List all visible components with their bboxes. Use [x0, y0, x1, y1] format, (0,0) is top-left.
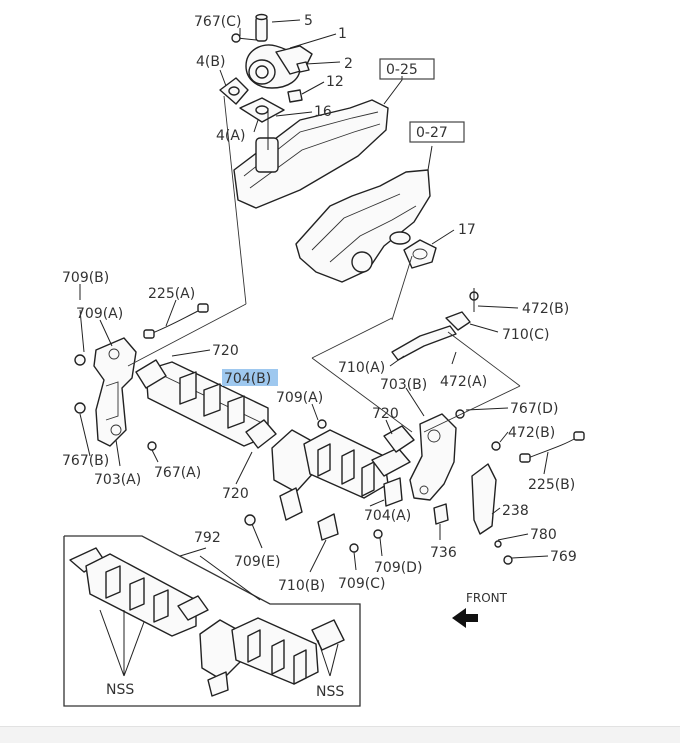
- ref-0-27: 0-27: [416, 125, 448, 141]
- callout-792: 792: [194, 530, 221, 546]
- callout-225a: 225(A): [148, 286, 195, 302]
- callout-2: 2: [344, 56, 353, 72]
- callout-709e: 709(E): [234, 554, 281, 570]
- callout-767c: 767(C): [194, 14, 241, 30]
- ref-box-0-25: [379, 58, 435, 80]
- callout-710a: 710(A): [338, 360, 385, 376]
- callout-767a: 767(A): [154, 465, 201, 481]
- exhaust-manifold: [295, 169, 431, 283]
- egr-pipe-704a: [271, 429, 411, 521]
- callout-703b: 703(B): [380, 377, 427, 393]
- callout-225b: 225(B): [528, 477, 575, 493]
- callout-709a-left: 709(A): [76, 306, 123, 322]
- intake-manifold: [233, 99, 389, 209]
- ref-box-0-27: [409, 121, 465, 143]
- egr-cooler-704b: [135, 359, 327, 451]
- callout-704b: 704(B): [224, 371, 271, 387]
- footer-bar: [0, 726, 680, 743]
- callout-703a: 703(A): [94, 472, 141, 488]
- callout-736: 736: [430, 545, 457, 561]
- callout-5: 5: [304, 13, 313, 29]
- callout-767b: 767(B): [62, 453, 109, 469]
- front-label: FRONT: [466, 591, 508, 605]
- sensor-225a: [143, 303, 209, 339]
- callout-472a: 472(A): [440, 374, 487, 390]
- callout-labels: 767(C) 5 1 4(B) 2 12 4(A) 16 0-25 0-27 1…: [62, 13, 577, 700]
- callout-238: 238: [502, 503, 529, 519]
- callout-4b: 4(B): [196, 54, 225, 70]
- bracket-703b: [409, 413, 457, 525]
- callout-720-mid: 720: [372, 406, 399, 422]
- leader-lines: [79, 19, 549, 573]
- callout-16: 16: [314, 104, 332, 120]
- highlight-704b: [222, 369, 278, 386]
- callout-769: 769: [550, 549, 577, 565]
- callout-720-top: 720: [212, 343, 239, 359]
- brackets-710: [391, 288, 479, 361]
- callout-12: 12: [326, 74, 344, 90]
- callout-709a-mid: 709(A): [276, 390, 323, 406]
- egr-valve-assembly: [219, 13, 313, 123]
- callout-4a: 4(A): [216, 128, 245, 144]
- nss-inset: [63, 535, 361, 707]
- callout-710b: 710(B): [278, 578, 325, 594]
- bolts: [244, 409, 513, 565]
- callout-767d: 767(D): [510, 401, 558, 417]
- callout-709d: 709(D): [374, 560, 422, 576]
- callout-780: 780: [530, 527, 557, 543]
- callout-472b-top: 472(B): [522, 301, 569, 317]
- sensor-225b: [519, 431, 585, 463]
- gasket-17: [403, 239, 437, 269]
- callout-nss-right: NSS: [316, 684, 344, 700]
- callout-472b-mid: 472(B): [508, 425, 555, 441]
- guide-lines: [127, 95, 521, 433]
- bracket-238: [471, 463, 497, 535]
- callout-720-bottom: 720: [222, 486, 249, 502]
- callout-17: 17: [458, 222, 476, 238]
- callout-1: 1: [338, 26, 347, 42]
- callout-709b: 709(B): [62, 270, 109, 286]
- ref-0-25: 0-25: [386, 62, 418, 78]
- callout-nss-left: NSS: [106, 682, 134, 698]
- front-arrow-icon: [452, 608, 478, 628]
- callout-704a: 704(A): [364, 508, 411, 524]
- bracket-703a: [74, 309, 137, 447]
- callout-710c: 710(C): [502, 327, 549, 343]
- callout-709c: 709(C): [338, 576, 385, 592]
